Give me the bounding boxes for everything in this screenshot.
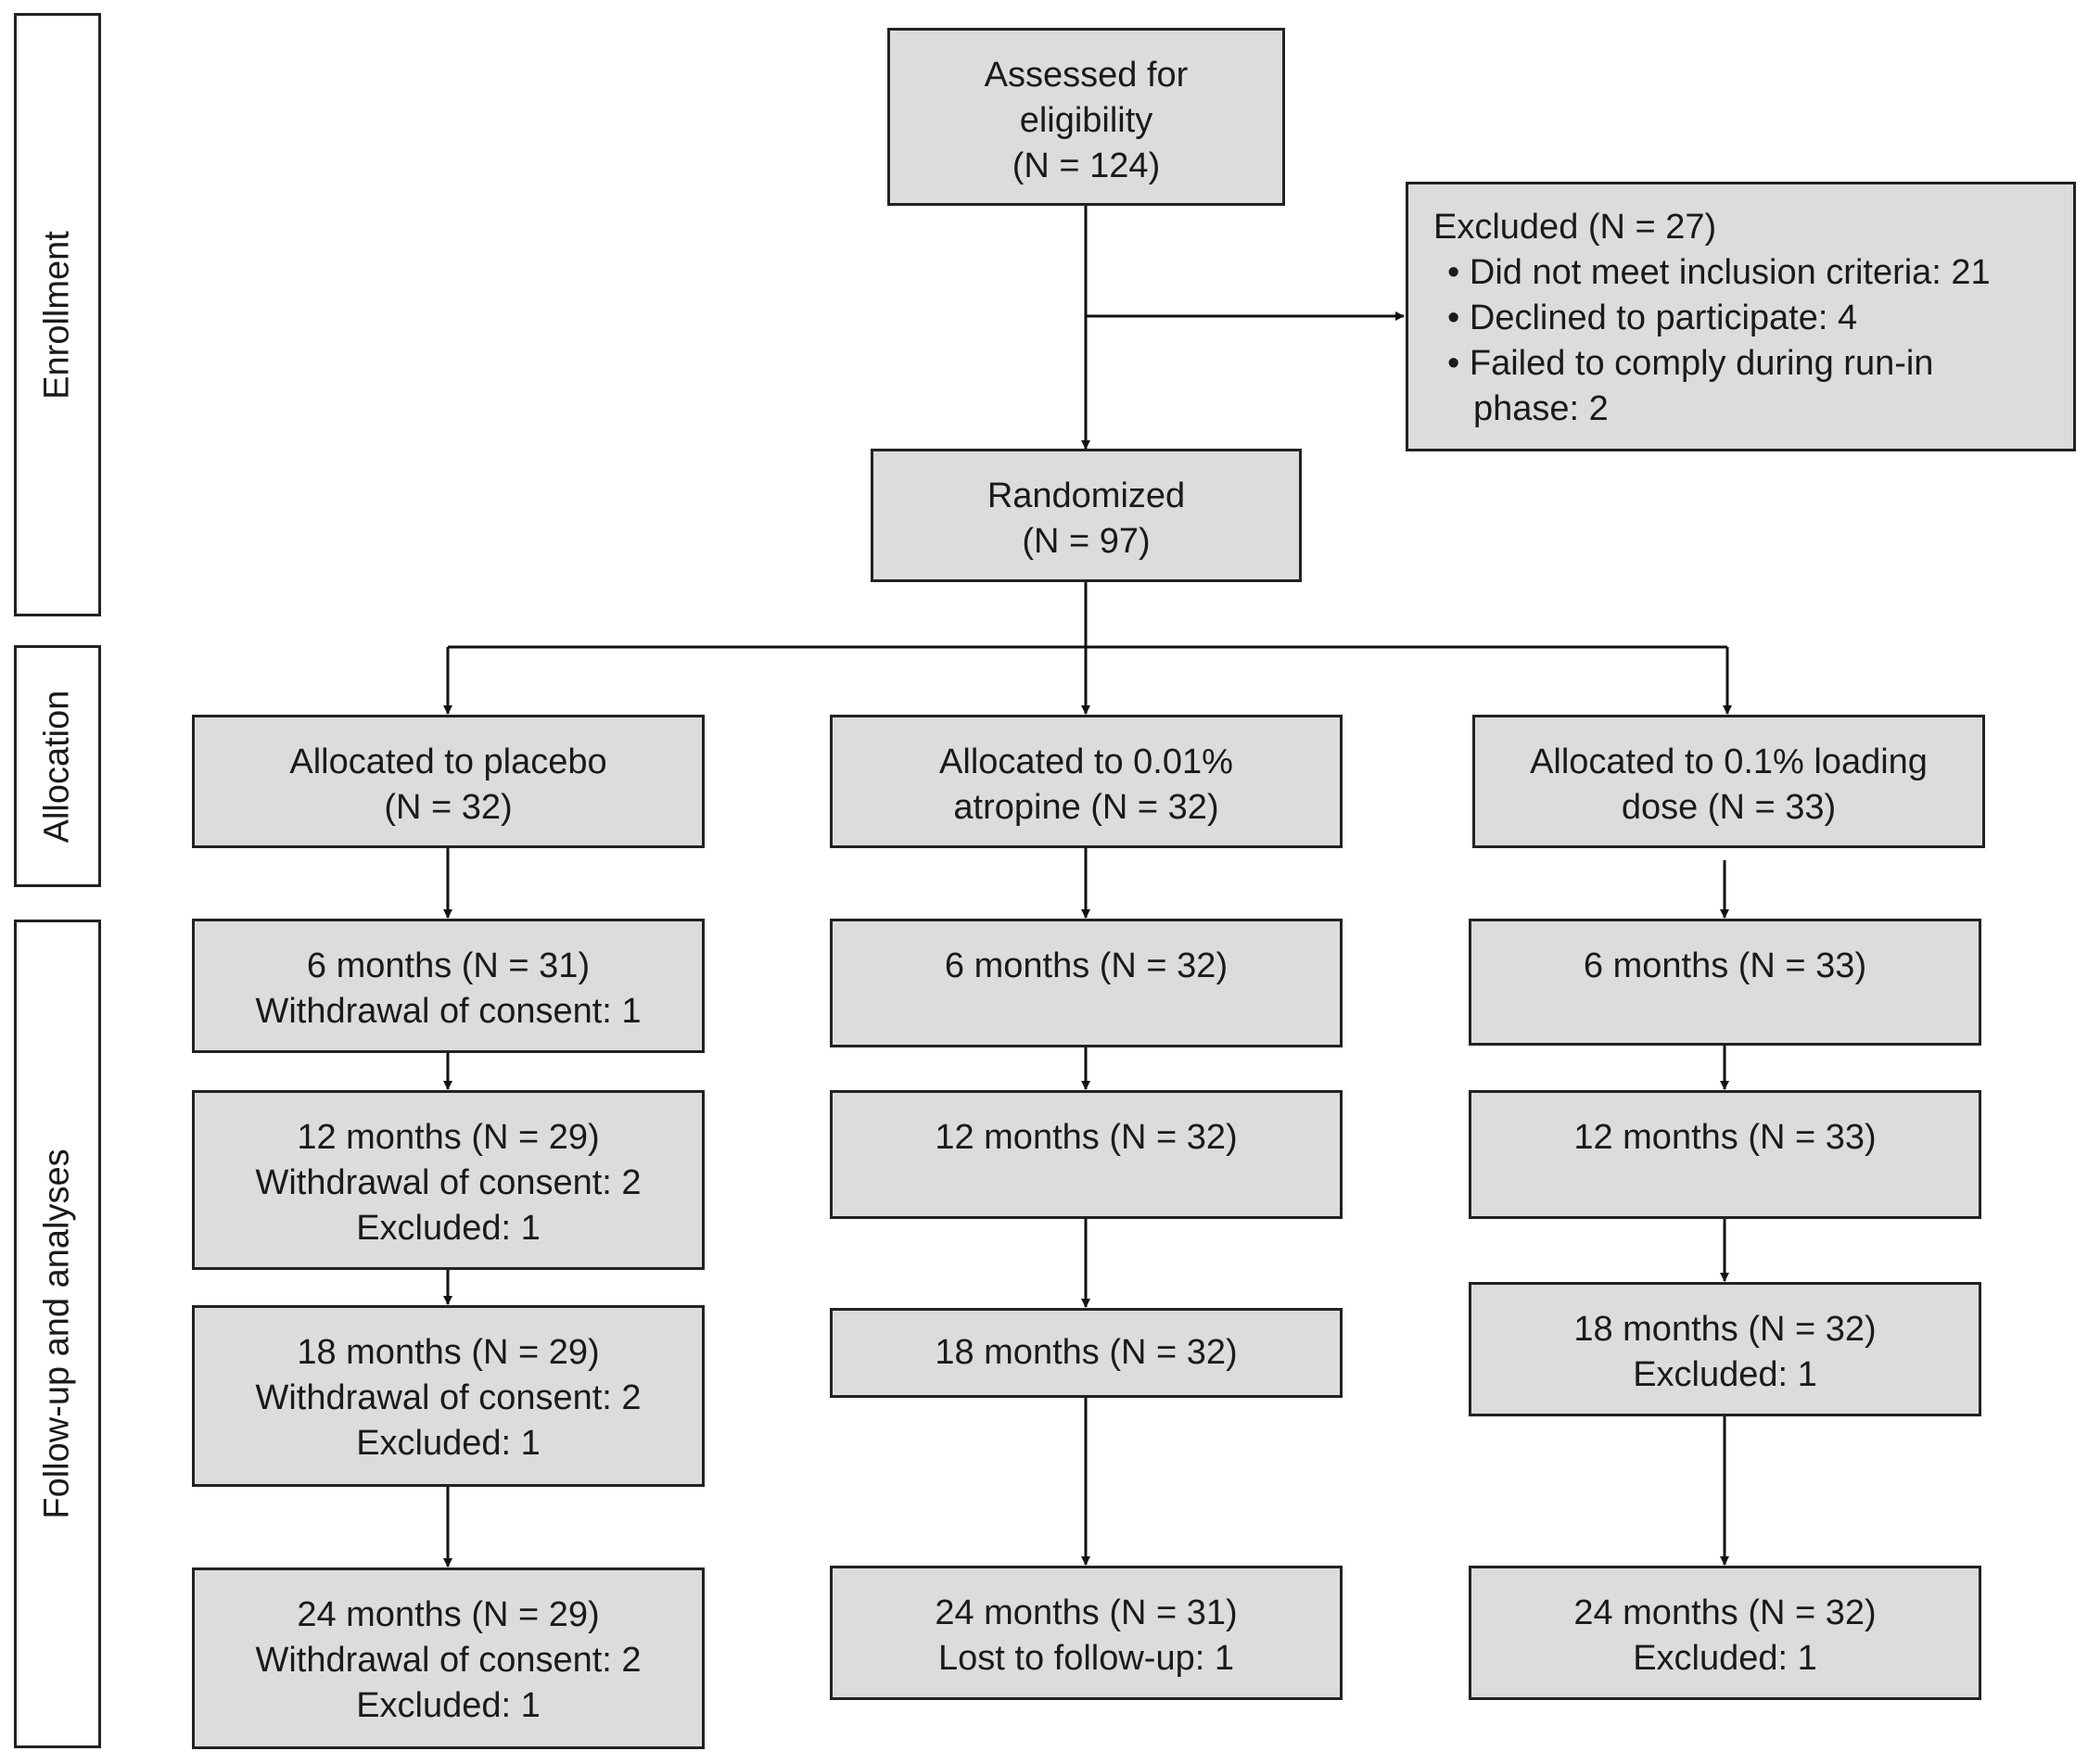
placebo-6m-box: 6 months (N = 31) Withdrawal of consent:…	[192, 919, 705, 1053]
allocation-line: Allocated to 0.1% loading	[1530, 742, 1928, 781]
allocation-line: (N = 32)	[384, 788, 513, 827]
allocation-atropine-box: Allocated to 0.01% atropine (N = 32)	[830, 715, 1343, 848]
assessed-line: (N = 124)	[1012, 146, 1161, 185]
atropine-12m-box: 12 months (N = 32)	[830, 1090, 1343, 1219]
stage-enrollment-label: Enrollment	[37, 230, 77, 400]
atropine-18m-box: 18 months (N = 32)	[830, 1308, 1343, 1398]
stage-followup: Follow-up and analyses	[14, 920, 101, 1748]
assessed-line: Assessed for	[984, 56, 1189, 95]
followup-line: 18 months (N = 32)	[935, 1333, 1238, 1372]
stage-allocation-label: Allocation	[37, 690, 77, 843]
loading-6m-box: 6 months (N = 33)	[1469, 919, 1981, 1046]
excluded-item-continued: phase: 2	[1473, 389, 1609, 428]
allocation-line: Allocated to 0.01%	[939, 742, 1233, 781]
excluded-item: • Declined to participate: 4	[1447, 298, 1858, 337]
followup-line: Excluded: 1	[1633, 1355, 1817, 1394]
atropine-24m-box: 24 months (N = 31) Lost to follow-up: 1	[830, 1566, 1343, 1700]
followup-line: 6 months (N = 32)	[944, 946, 1229, 985]
allocation-loading-box: Allocated to 0.1% loading dose (N = 33)	[1472, 715, 1985, 848]
excluded-item: • Did not meet inclusion criteria: 21	[1447, 253, 1991, 292]
followup-line: Excluded: 1	[1633, 1639, 1817, 1678]
followup-line: Excluded: 1	[356, 1686, 541, 1725]
followup-line: Lost to follow-up: 1	[938, 1639, 1234, 1678]
followup-line: Withdrawal of consent: 2	[255, 1378, 642, 1417]
allocation-line: dose (N = 33)	[1621, 788, 1837, 827]
randomized-line: Randomized	[987, 476, 1186, 515]
loading-12m-box: 12 months (N = 33)	[1469, 1090, 1981, 1219]
randomized-line: (N = 97)	[1022, 522, 1151, 561]
assessed-box: Assessed for eligibility (N = 124)	[887, 28, 1285, 206]
placebo-18m-box: 18 months (N = 29) Withdrawal of consent…	[192, 1305, 705, 1487]
followup-line: 6 months (N = 33)	[1583, 946, 1867, 985]
placebo-24m-box: 24 months (N = 29) Withdrawal of consent…	[192, 1567, 705, 1749]
excluded-title: Excluded (N = 27)	[1433, 208, 1717, 247]
allocation-line: Allocated to placebo	[289, 742, 607, 781]
followup-line: Withdrawal of consent: 1	[255, 992, 642, 1031]
atropine-6m-box: 6 months (N = 32)	[830, 919, 1343, 1047]
followup-line: 12 months (N = 29)	[297, 1118, 600, 1157]
followup-line: Excluded: 1	[356, 1424, 541, 1463]
assessed-line: eligibility	[1019, 101, 1153, 140]
excluded-item: • Failed to comply during run-in	[1447, 344, 1934, 383]
loading-24m-box: 24 months (N = 32) Excluded: 1	[1469, 1566, 1981, 1700]
followup-line: Excluded: 1	[356, 1209, 541, 1248]
excluded-box: Excluded (N = 27) • Did not meet inclusi…	[1406, 182, 2076, 451]
stage-allocation: Allocation	[14, 645, 101, 887]
followup-line: 24 months (N = 29)	[297, 1595, 600, 1634]
stage-followup-label: Follow-up and analyses	[37, 1149, 77, 1519]
followup-line: Withdrawal of consent: 2	[255, 1641, 642, 1680]
followup-line: Withdrawal of consent: 2	[255, 1163, 642, 1202]
placebo-12m-box: 12 months (N = 29) Withdrawal of consent…	[192, 1090, 705, 1270]
randomized-box: Randomized (N = 97)	[871, 449, 1302, 582]
followup-line: 18 months (N = 29)	[297, 1333, 600, 1372]
followup-line: 18 months (N = 32)	[1573, 1310, 1877, 1349]
stage-enrollment: Enrollment	[14, 13, 101, 616]
loading-18m-box: 18 months (N = 32) Excluded: 1	[1469, 1282, 1981, 1416]
followup-line: 12 months (N = 32)	[935, 1118, 1238, 1157]
followup-line: 24 months (N = 31)	[935, 1593, 1238, 1632]
allocation-line: atropine (N = 32)	[953, 788, 1219, 827]
followup-line: 6 months (N = 31)	[306, 946, 591, 985]
allocation-placebo-box: Allocated to placebo (N = 32)	[192, 715, 705, 848]
followup-line: 24 months (N = 32)	[1573, 1593, 1877, 1632]
followup-line: 12 months (N = 33)	[1573, 1118, 1877, 1157]
